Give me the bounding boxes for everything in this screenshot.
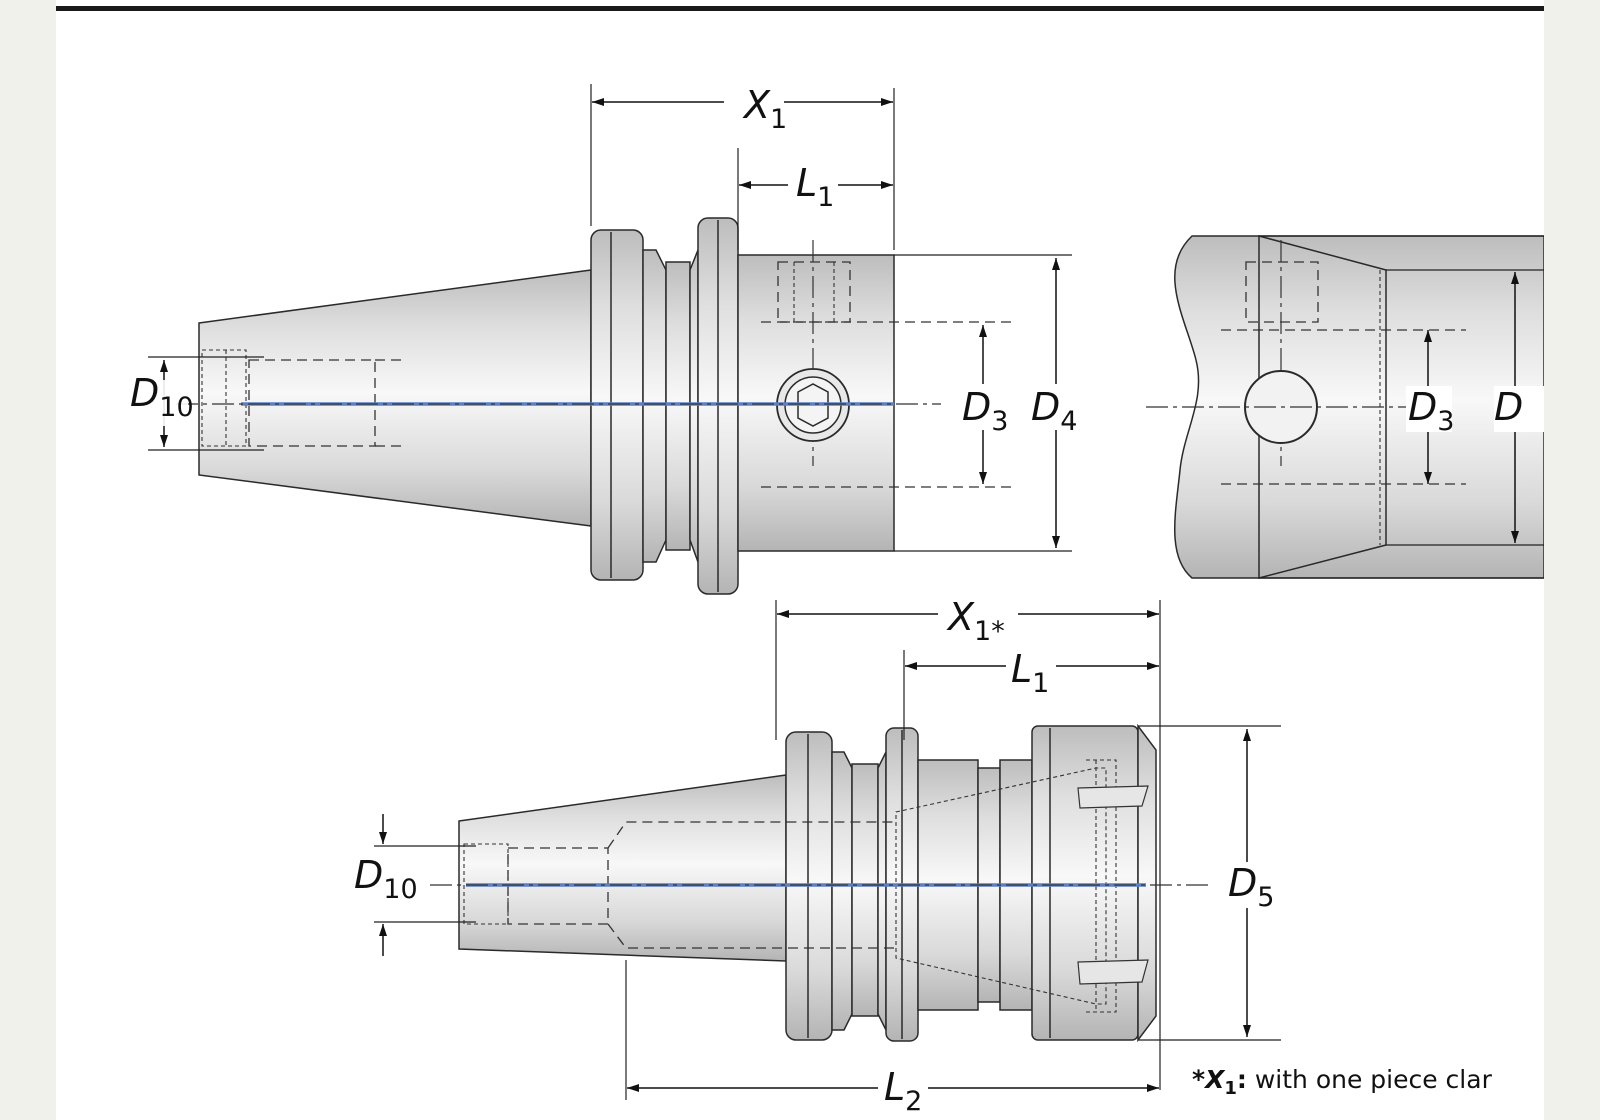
x1-star-label: X1* <box>946 595 1005 647</box>
holder-bottom-collet <box>430 723 1211 1043</box>
d3-label-cutaway: D3 <box>1408 385 1454 437</box>
dimensions-bottom <box>374 596 1281 1114</box>
drawing-sheet: X1 L1 D10 D3 D4 D3 D X1* L1 D10 D5 L2 *X… <box>56 0 1544 1120</box>
top-border-line <box>56 6 1544 11</box>
footnote: *X1: with one piece clar <box>1192 1065 1493 1099</box>
holder-top-right-cutaway <box>1146 235 1544 579</box>
dimensions-top <box>126 84 1544 552</box>
d10-label-bottom: D10 <box>354 853 418 905</box>
l1-label: L1 <box>796 161 834 213</box>
x1-label: X1 <box>742 83 787 135</box>
bottom-taper-shank <box>458 774 787 962</box>
taper-shank <box>198 269 592 527</box>
cutaway-screw-hidden <box>1245 261 1319 323</box>
collet-nut <box>1031 725 1139 1041</box>
flange-groove-a <box>642 249 667 563</box>
d-label-cutaway: D <box>1494 385 1523 429</box>
flange-groove <box>665 261 691 551</box>
d4-label: D4 <box>1031 385 1077 437</box>
drive-slot-hidden <box>201 349 247 447</box>
d10-label-top: D10 <box>130 371 194 423</box>
l2-label: L2 <box>884 1065 922 1117</box>
d3-label: D3 <box>962 385 1008 437</box>
holder-top-left <box>176 217 1014 595</box>
l1-label-bottom: L1 <box>1011 647 1049 699</box>
tool-holder-diagram: X1 L1 D10 D3 D4 D3 D X1* L1 D10 D5 L2 *X… <box>126 83 1544 1117</box>
hex-socket-icon <box>797 383 829 427</box>
d5-label: D5 <box>1228 861 1274 913</box>
